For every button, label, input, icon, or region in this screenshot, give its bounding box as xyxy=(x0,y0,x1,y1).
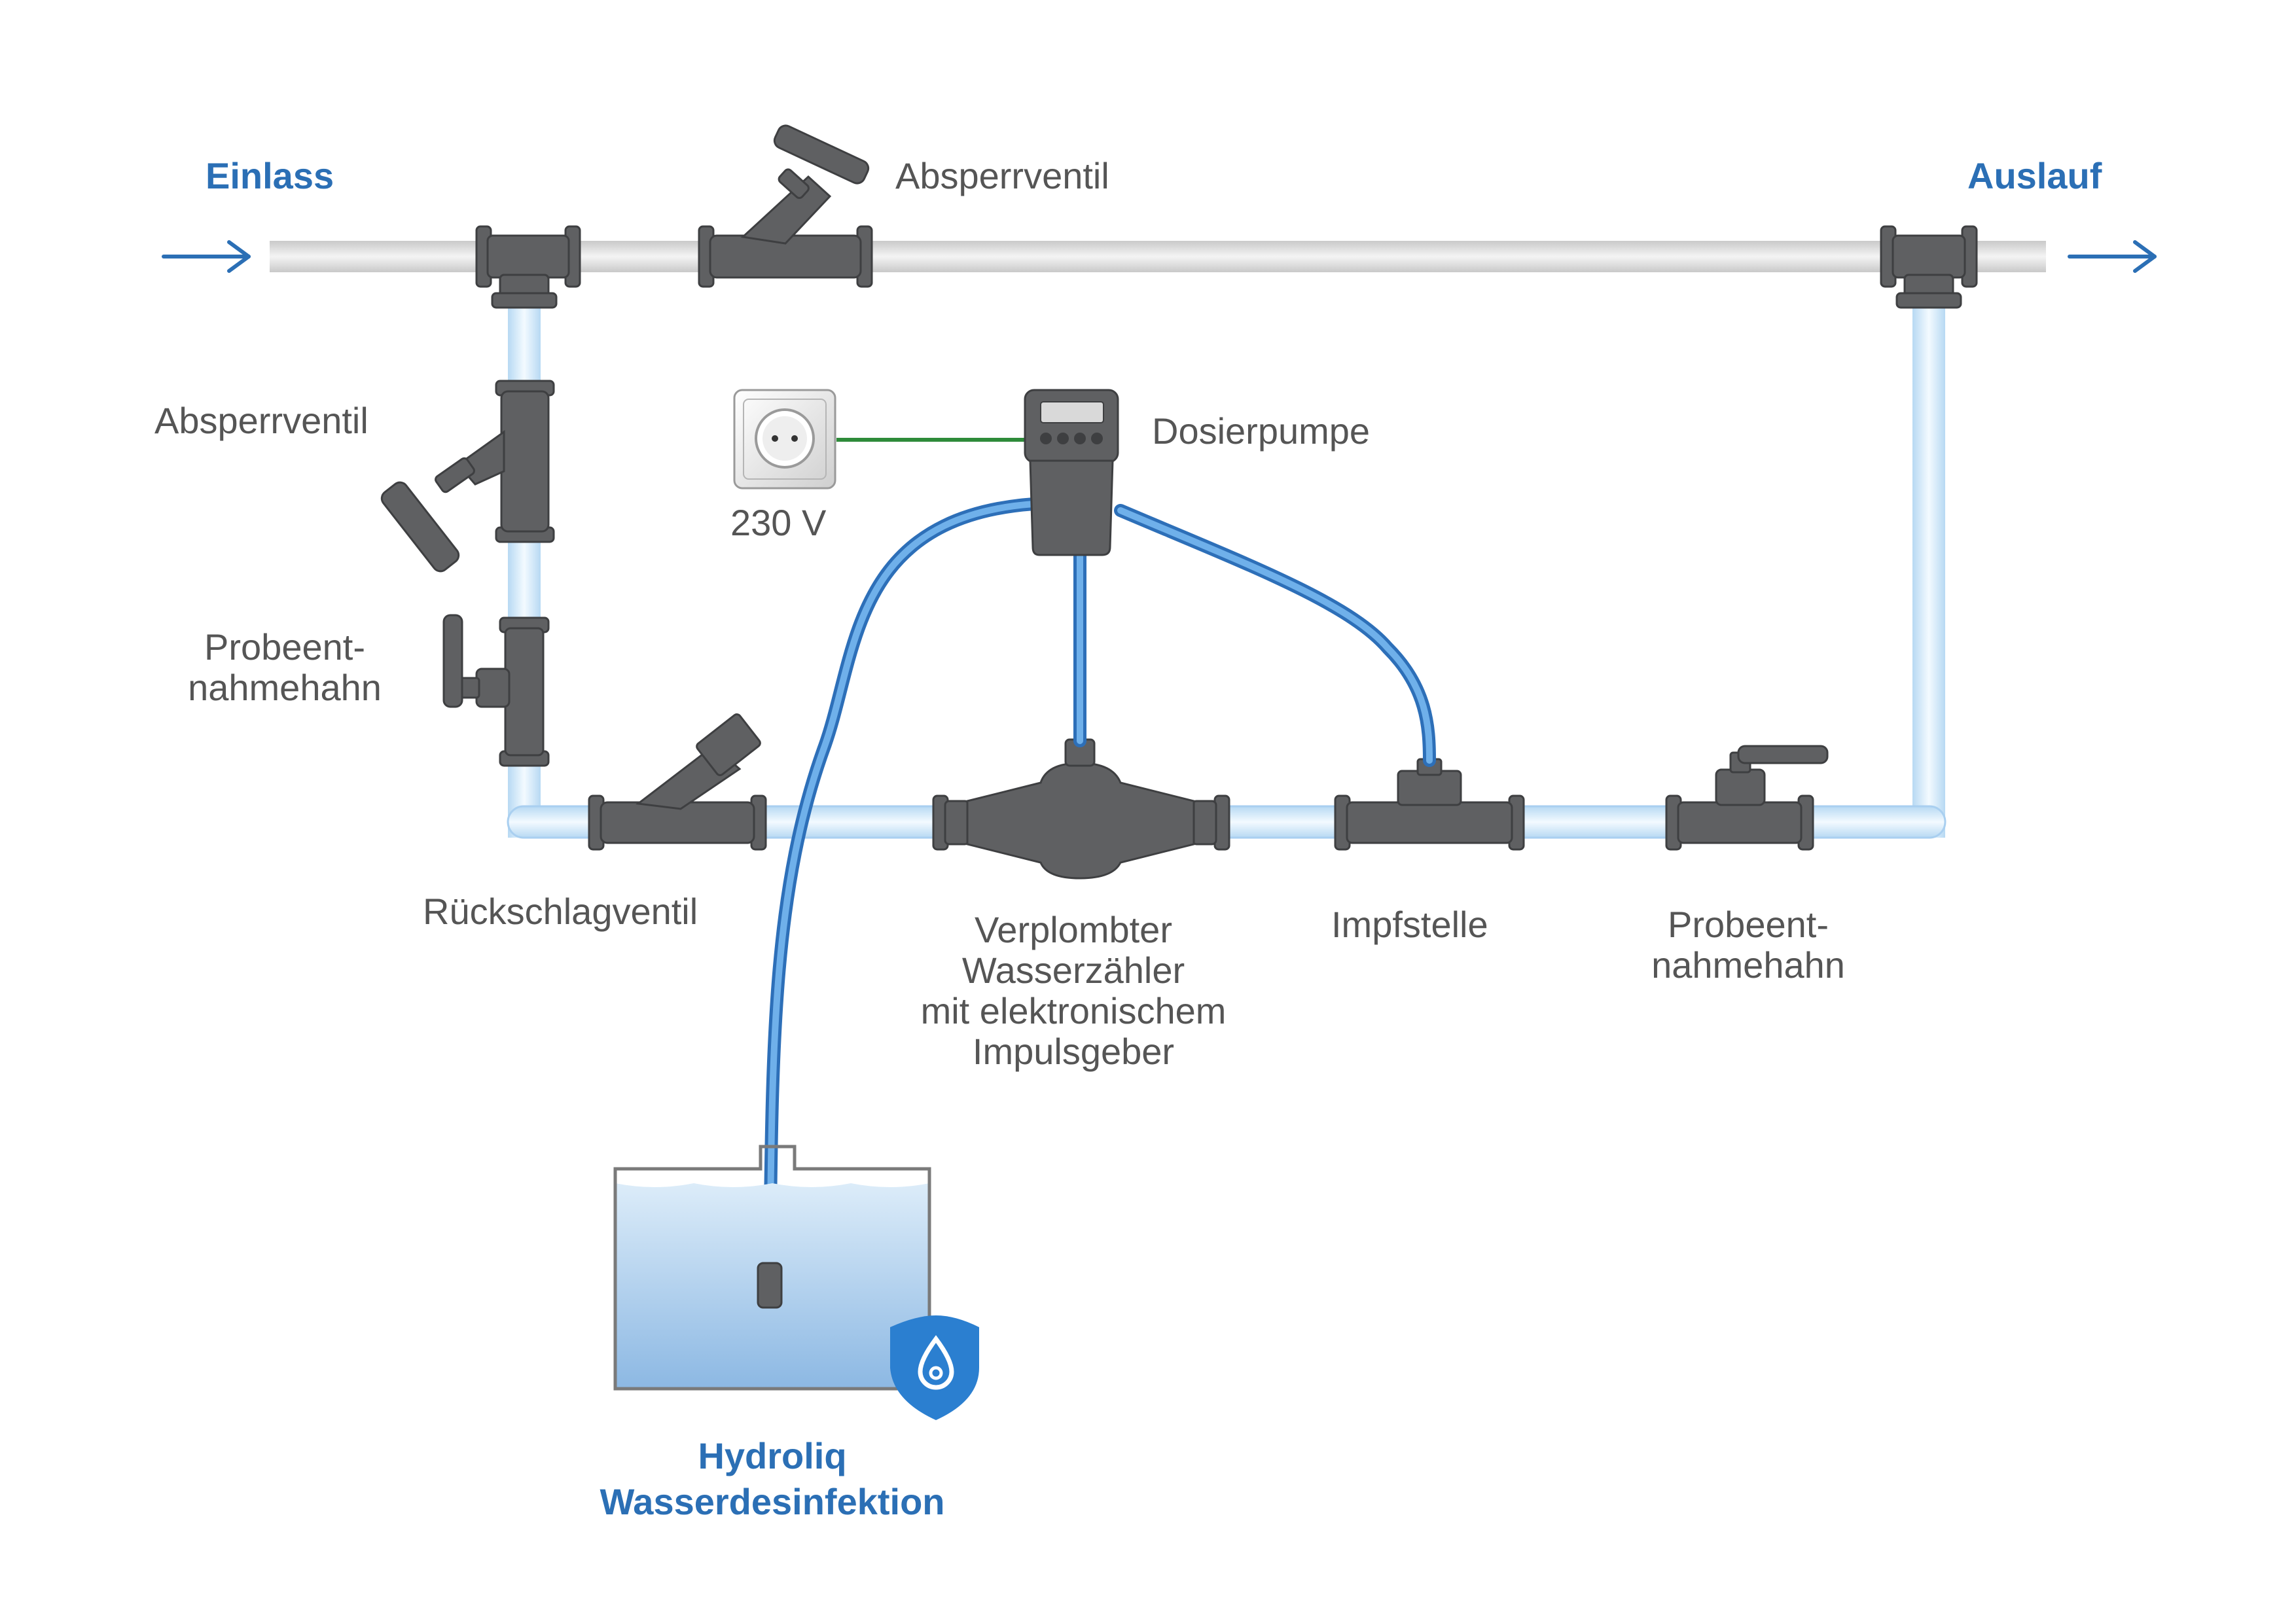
outlet-label: Auslauf xyxy=(1967,155,2102,196)
check-valve-label: Rückschlagventil xyxy=(423,891,698,932)
dosing-pump-label: Dosierpumpe xyxy=(1152,410,1371,452)
tee-fitting-outlet xyxy=(1880,225,1978,309)
arrow-right-icon xyxy=(2068,240,2157,273)
shutoff-valve-branch-label: Absperrventil xyxy=(154,400,368,441)
product-label: Hydroliq Wasserdesinfektion xyxy=(600,1435,945,1522)
dosing-pump xyxy=(1024,389,1119,556)
power-socket-icon xyxy=(733,389,836,490)
tee-fitting-inlet xyxy=(475,225,581,309)
dosing-hoses xyxy=(763,497,1436,1270)
water-drop-shield-icon xyxy=(890,1315,979,1420)
injection-point xyxy=(1334,758,1525,851)
arrow-right-icon xyxy=(162,240,251,273)
sampling-tap-right xyxy=(1665,745,1829,851)
voltage-label: 230 V xyxy=(730,502,827,543)
sampling-tap-left-label: Probeent- nahmehahn xyxy=(188,626,382,708)
water-meter xyxy=(932,738,1230,880)
sampling-tap-right-label: Probeent- nahmehahn xyxy=(1651,904,1845,986)
shutoff-valve-branch xyxy=(380,380,555,573)
injection-point-label: Impfstelle xyxy=(1331,904,1488,945)
shutoff-valve-main-label: Absperrventil xyxy=(895,155,1109,196)
disinfectant-tank xyxy=(613,1145,931,1391)
water-meter-label: Verplombter Wasserzähler mit elektronisc… xyxy=(920,909,1227,1072)
inlet-label: Einlass xyxy=(206,155,334,196)
sampling-tap-left xyxy=(442,614,550,767)
shutoff-valve-main xyxy=(698,124,873,288)
check-valve xyxy=(588,713,767,851)
